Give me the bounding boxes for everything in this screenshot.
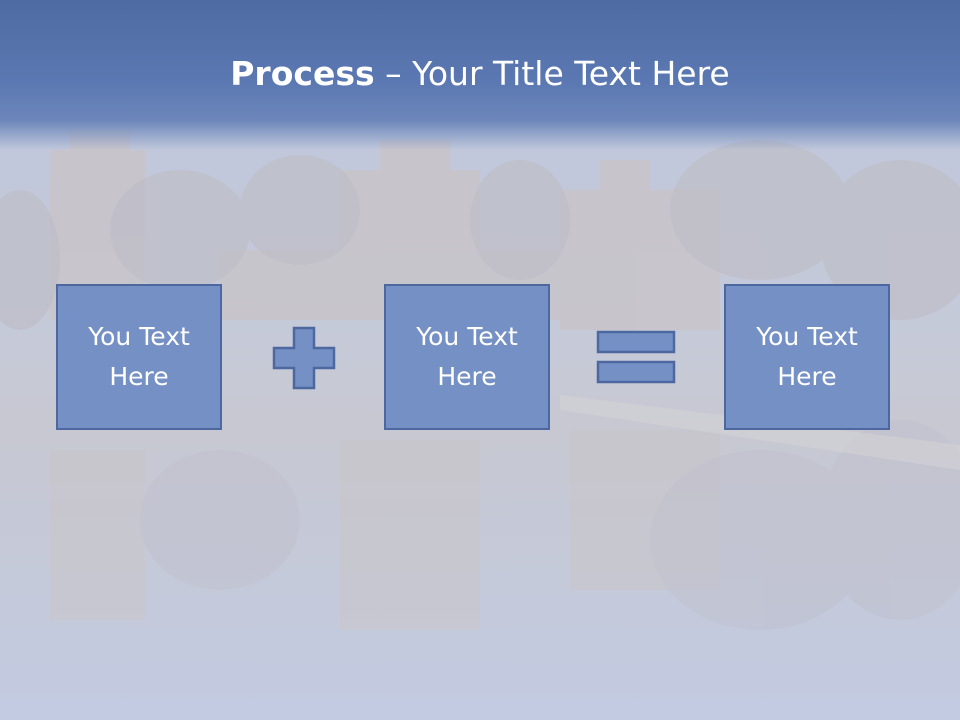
title-bold: Process <box>230 54 375 93</box>
process-box-3-label: You Text Here <box>756 322 858 391</box>
slide-title[interactable]: Process – Your Title Text Here <box>0 52 960 96</box>
title-rest: – Your Title Text Here <box>374 54 730 93</box>
equals-icon <box>596 330 676 384</box>
process-box-1[interactable]: You Text Here <box>56 284 222 430</box>
plus-icon <box>272 326 336 390</box>
process-box-2[interactable]: You Text Here <box>384 284 550 430</box>
process-box-3[interactable]: You Text Here <box>724 284 890 430</box>
process-box-2-label: You Text Here <box>416 322 518 391</box>
title-bar <box>0 0 960 150</box>
process-box-1-label: You Text Here <box>88 322 190 391</box>
